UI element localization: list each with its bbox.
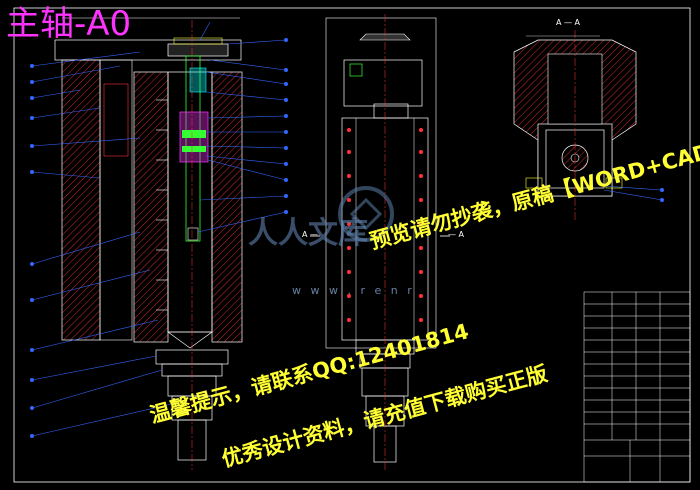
part-leaders-left	[31, 21, 287, 437]
part-balloons-left	[30, 38, 288, 438]
section-label-top: A — A	[556, 18, 581, 27]
middle-elevation-view	[310, 14, 450, 470]
drawing-frame	[13, 7, 691, 483]
watermark-site: w w w . r e n r	[292, 284, 415, 297]
left-sectional-view	[54, 17, 243, 470]
watermark-logo	[338, 186, 394, 242]
title-block	[583, 291, 691, 483]
section-a-a-view	[513, 30, 664, 220]
section-cut-label-left: A —	[302, 230, 319, 239]
watermark-logo-text: 人人文库	[248, 216, 368, 251]
section-cut-label-right: — A	[448, 230, 465, 239]
drawing-title: 主轴-A0	[6, 4, 132, 44]
